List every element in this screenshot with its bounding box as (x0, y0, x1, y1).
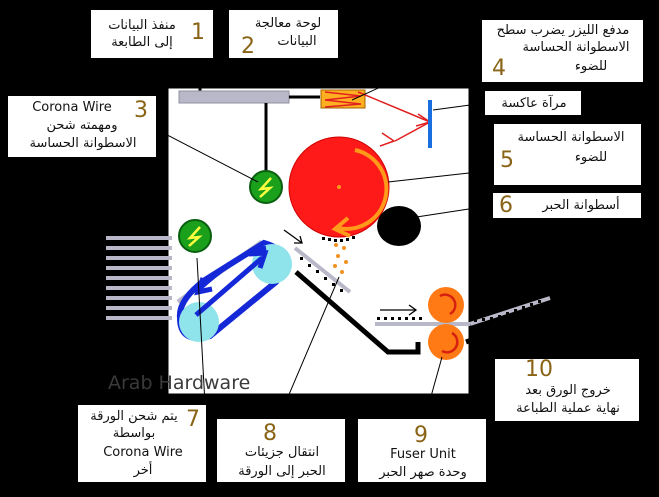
exit-direction-arrow (495, 283, 547, 302)
label-mirror: مرآة عاكسة (484, 90, 582, 116)
label-data-port: 1 منفذ البيانات إلى الطابعة (90, 9, 214, 59)
label-text-line: بواسطة (112, 426, 156, 441)
leader-exit (519, 311, 545, 359)
label-text-line: أسطوانة الحبر (542, 198, 620, 213)
label-number: 8 (263, 421, 277, 446)
label-data-board: 2 لوحة معالجة البيانات (228, 9, 339, 59)
paper-under-drum (293, 246, 352, 294)
drum-corona-wire (249, 170, 283, 204)
leader-drum (387, 169, 497, 183)
label-text-line: Fuser Unit (390, 447, 456, 462)
label-text-line: نهاية عملية الطباعة (516, 401, 620, 416)
label-text-line: لوحة معالجة (254, 16, 322, 31)
label-text-line: أخر (133, 463, 153, 478)
fuser-arrow-top (439, 293, 457, 316)
label-transfer: 8 انتقال جزيئات الحبر إلى الورقة (216, 418, 346, 483)
label-text-line: الاسطوانة الحساسة (517, 130, 625, 145)
paper-dots-fuser (377, 317, 422, 320)
label-corona: 3 Corona Wire ومهمته شحن الاسطوانة الحسا… (7, 95, 157, 158)
label-number: 7 (186, 407, 200, 432)
label-text-line: الاسطوانة الحساسة (522, 40, 630, 55)
leader-fuser (424, 356, 443, 419)
paper-stack (106, 236, 172, 320)
leader-transfer (278, 276, 340, 419)
label-text-line: إلى الطابعة (111, 35, 173, 50)
drum-corona-bolt (257, 177, 274, 198)
belt-arrowhead-back (194, 277, 213, 296)
paper-direction-arrowhead-drum (294, 235, 303, 244)
leader-mirror (432, 102, 486, 111)
exit-direction-arrowhead (537, 281, 549, 292)
label-paper-charge: 7 يتم شحن الورقة بواسطة Corona Wire أخر (77, 404, 207, 483)
label-number: 3 (134, 98, 148, 123)
label-text-line: مدفع الليزر يضرب سطح (496, 23, 630, 38)
label-text-line: ومهمته شحن (46, 118, 118, 133)
paper-direction-arrowhead-fuser (408, 304, 418, 316)
label-text-line: للضوء (574, 150, 608, 165)
exit-paper-dots (474, 300, 541, 322)
toner-cylinder (377, 206, 421, 246)
label-text-line: خروج الورق بعد (525, 383, 611, 398)
leader-toner (409, 204, 496, 219)
paper-corona-bolt (186, 226, 203, 247)
label-text-line: انتقال جزيئات (244, 445, 320, 460)
printer-housing (165, 85, 472, 397)
drum-center (337, 185, 341, 189)
paper-tray (97, 235, 165, 331)
leader-laser (351, 39, 485, 101)
label-toner: 6 أسطوانة الحبر (492, 192, 642, 219)
label-text-line: البيانات (277, 34, 317, 49)
drum-rotation-arrow (337, 148, 389, 231)
fuser-arrow-bottom (441, 331, 459, 354)
exit-guide (465, 274, 641, 345)
paper-dots-drum (300, 257, 343, 292)
label-text-line: منفذ البيانات (108, 18, 176, 33)
label-laser: 4 مدفع الليزر يضرب سطح الاسطوانة الحساسة… (481, 19, 644, 83)
label-text-line: Corona Wire (103, 445, 183, 460)
label-exit: 10 خروج الورق بعد نهاية عملية الطباعة (494, 358, 640, 422)
leader-paper-charge (196, 257, 206, 405)
label-number: 5 (500, 148, 514, 173)
drum-rotation-arrowhead (331, 216, 351, 238)
drum-toner-dots (322, 236, 355, 242)
label-text-line: مرآة عاكسة (501, 96, 567, 111)
label-drum: 5 الاسطوانة الحساسة للضوء (493, 123, 642, 186)
label-text-line: الحبر إلى الورقة (238, 464, 326, 479)
laser-coil (324, 91, 362, 108)
label-number: 9 (414, 423, 428, 448)
label-number: 1 (191, 20, 205, 45)
label-number: 6 (499, 193, 513, 218)
fuser-roller-top (428, 287, 464, 323)
toner-particles (333, 243, 348, 274)
label-text-line: الاسطوانة الحساسة (29, 136, 137, 151)
belt-roller-bottom (179, 302, 219, 342)
paper-direction-arrow-drum (283, 229, 303, 244)
label-text-line: Corona Wire (32, 100, 112, 115)
label-number: 10 (525, 357, 553, 382)
label-text-line: وحدة صهر الحبر (379, 465, 467, 480)
label-number: 4 (492, 56, 506, 81)
leader-corona (147, 124, 259, 183)
laser-beam-arrowhead (379, 132, 396, 147)
belt-arrow-back (198, 245, 267, 290)
label-text-line: للضوء (574, 59, 608, 74)
paper-guide (294, 270, 421, 355)
belt-arrow (194, 256, 264, 317)
paper-corona-wire (178, 219, 212, 253)
data-processing-board (178, 90, 290, 104)
fuser-roller-bottom (428, 324, 464, 360)
watermark-text: Arab Hardware (108, 372, 251, 394)
label-text-line: يتم شحن الورقة (90, 409, 178, 424)
label-number: 2 (241, 34, 255, 59)
label-fuser: 9 Fuser Unit وحدة صهر الحبر (357, 418, 487, 483)
